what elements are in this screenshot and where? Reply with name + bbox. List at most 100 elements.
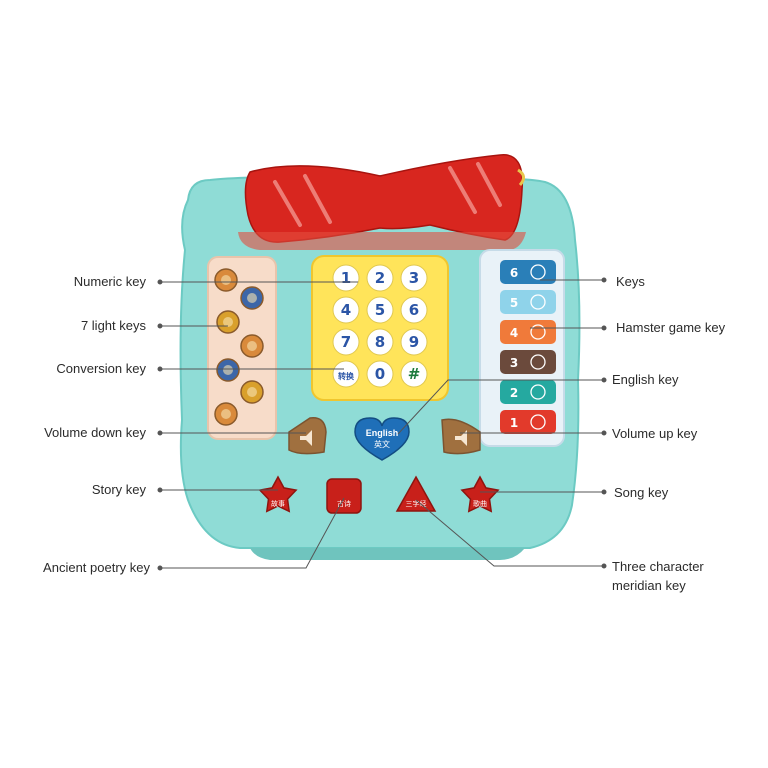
light-key-glow xyxy=(221,275,231,285)
label-keys: Keys xyxy=(616,274,645,289)
piano-key-icon xyxy=(530,264,546,280)
label-numeric-key: Numeric key xyxy=(73,274,146,289)
keypad-key-label: 2 xyxy=(375,269,385,287)
keypad-key-label: 4 xyxy=(341,301,351,319)
bottom-button-label: 故事 xyxy=(271,499,285,508)
keypad-key[interactable] xyxy=(366,328,394,356)
leader-three-char-dot xyxy=(601,563,607,569)
keypad-key[interactable] xyxy=(400,296,428,324)
bottom-button-label: 三字经 xyxy=(406,499,427,508)
piano-key[interactable] xyxy=(500,410,556,434)
keypad-key[interactable] xyxy=(366,360,394,388)
bottom-button[interactable] xyxy=(460,475,500,513)
leader-story-dot xyxy=(157,487,163,493)
light-key-glow xyxy=(221,409,231,419)
leader-ancient-dot xyxy=(157,565,163,571)
leader-keys-dot xyxy=(601,277,607,283)
leader-numeric-dot xyxy=(157,279,163,285)
english-button[interactable] xyxy=(354,417,410,461)
keypad-key-label: 0 xyxy=(375,365,385,383)
leader-english xyxy=(397,379,604,435)
label-story-key: Story key xyxy=(91,482,146,497)
label-meridian-key: meridian key xyxy=(612,578,686,593)
leader-three-char xyxy=(415,499,604,567)
keypad-key-label: 转换 xyxy=(338,371,355,381)
keypad-key[interactable] xyxy=(332,264,360,292)
leader-ancient xyxy=(160,497,345,569)
leader-hamster-dot xyxy=(601,325,607,331)
piano-key-icon xyxy=(530,354,546,370)
label-light-keys: 7 light keys xyxy=(80,318,146,333)
piano-key-number: 3 xyxy=(510,356,518,370)
piano-keys: 6 5 4 3 2 1 xyxy=(500,260,556,434)
keypad-key-label: 1 xyxy=(341,269,351,287)
keypad-key-label: 8 xyxy=(375,333,385,351)
light-key-glow xyxy=(223,365,233,375)
piano-key[interactable] xyxy=(500,350,556,374)
keypad-key-label: 9 xyxy=(409,333,419,351)
volume-up-icon xyxy=(455,430,467,446)
light-key-glow xyxy=(223,317,233,327)
piano-key[interactable] xyxy=(500,320,556,344)
light-key-glow xyxy=(247,387,257,397)
handset-cord-loop xyxy=(517,168,525,186)
bottom-button[interactable] xyxy=(326,478,362,514)
keypad-key-label: 6 xyxy=(409,301,419,319)
leader-english-dot xyxy=(601,377,607,383)
keypad-key-label: 7 xyxy=(341,333,351,351)
handset-shine xyxy=(273,162,502,227)
light-keys-group xyxy=(214,268,264,426)
keypad-key[interactable] xyxy=(332,328,360,356)
leader-conversion-dot xyxy=(157,366,163,372)
leader-volume-down-dot xyxy=(157,430,163,436)
phone-base-shadow xyxy=(250,548,525,560)
keypad-key[interactable] xyxy=(366,296,394,324)
english-button-sublabel: 英文 xyxy=(374,439,390,449)
light-key-glow xyxy=(247,293,257,303)
label-volume-down-key: Volume down key xyxy=(44,425,146,440)
bottom-button-label: 古诗 xyxy=(337,499,351,508)
piano-key-number: 5 xyxy=(510,296,518,310)
keypad-key-label: 5 xyxy=(375,301,385,319)
bottom-button[interactable] xyxy=(258,475,298,513)
handset-cradle xyxy=(238,232,526,250)
piano-key[interactable] xyxy=(500,380,556,404)
volume-down-icon xyxy=(300,430,312,446)
bottom-button-label: 歌曲 xyxy=(473,499,487,508)
piano-key-number: 1 xyxy=(510,416,518,430)
piano-key-icon xyxy=(530,414,546,430)
keypad-key[interactable] xyxy=(366,264,394,292)
leader-song-dot xyxy=(601,489,607,495)
leader-lines xyxy=(157,277,607,571)
leader-volume-up-dot xyxy=(601,430,607,436)
piano-key-number: 4 xyxy=(510,326,518,340)
label-english-key: English key xyxy=(612,372,679,387)
english-button-label: English xyxy=(366,428,399,438)
piano-key-icon xyxy=(530,324,546,340)
light-key-glow xyxy=(247,341,257,351)
bottom-button[interactable] xyxy=(395,475,437,512)
label-song-key: Song key xyxy=(614,485,669,500)
piano-key[interactable] xyxy=(500,290,556,314)
toy-phone: 1 2 3 4 5 6 7 8 9 转换 0 # 6 5 4 3 2 1 English 英文 故事 古诗 三字经 歌… xyxy=(179,154,581,560)
keypad-key[interactable] xyxy=(332,296,360,324)
keypad-key[interactable] xyxy=(400,264,428,292)
leader-light-dot xyxy=(157,323,163,329)
label-three-character: Three character xyxy=(612,559,704,574)
label-hamster-game-key: Hamster game key xyxy=(616,320,726,335)
keypad: 1 2 3 4 5 6 7 8 9 转换 0 # xyxy=(332,264,428,388)
keypad-key[interactable] xyxy=(400,360,428,388)
piano-key-number: 2 xyxy=(510,386,518,400)
piano-key-icon xyxy=(530,294,546,310)
label-volume-up-key: Volume up key xyxy=(612,426,698,441)
label-ancient-poetry-key: Ancient poetry key xyxy=(43,560,150,575)
keypad-key-label: 3 xyxy=(409,269,419,287)
keypad-key-label: # xyxy=(408,365,421,383)
keypad-key[interactable] xyxy=(400,328,428,356)
piano-key-number: 6 xyxy=(510,266,518,280)
bottom-buttons: 故事 古诗 三字经 歌曲 xyxy=(258,475,500,514)
label-conversion-key: Conversion key xyxy=(56,361,146,376)
keypad-key[interactable] xyxy=(332,360,360,388)
piano-key-icon xyxy=(530,384,546,400)
